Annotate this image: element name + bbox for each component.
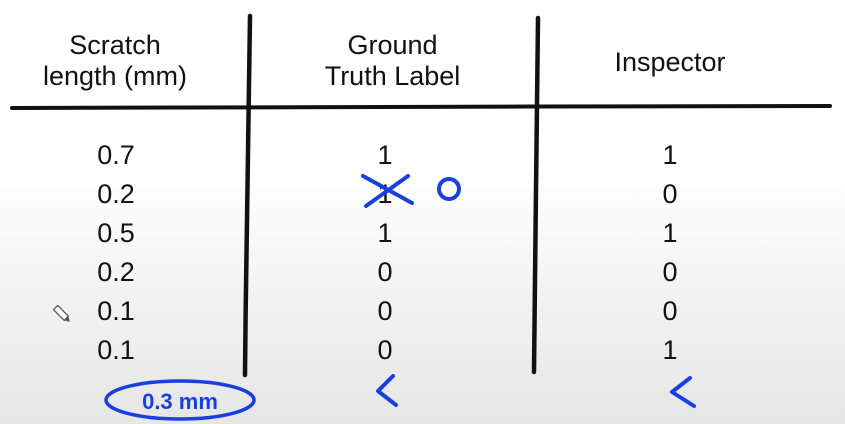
cell-inspector-3: 1 xyxy=(662,218,678,248)
header-scratch-line2: length (mm) xyxy=(42,61,188,91)
cell-ground-truth-3: 1 xyxy=(377,218,393,248)
cell-ground-truth-6: 0 xyxy=(377,335,393,365)
cell-inspector-1: 1 xyxy=(662,140,678,170)
cell-scratch-5: 0.1 xyxy=(97,296,135,326)
cell-ground-truth-5: 0 xyxy=(377,296,393,326)
cell-ground-truth-2: 1 xyxy=(377,179,393,209)
header-ground-truth-line1: Ground xyxy=(347,30,438,60)
cell-scratch-4: 0.2 xyxy=(97,257,135,287)
column-inspector: 1 0 1 0 0 1 xyxy=(620,136,720,370)
cell-scratch-2: 0.2 xyxy=(97,179,135,209)
corrected-label-mark xyxy=(437,177,461,201)
cell-scratch-3: 0.5 xyxy=(97,218,135,248)
cell-inspector-4: 0 xyxy=(662,257,678,287)
cell-scratch-1: 0.7 xyxy=(97,140,135,170)
arrow-up-icon xyxy=(376,374,398,407)
column-divider-left xyxy=(242,13,253,378)
threshold-note-circle xyxy=(104,379,256,421)
header-scratch-line1: Scratch xyxy=(69,30,161,60)
cell-inspector-5: 0 xyxy=(662,296,678,326)
header-divider-line xyxy=(10,104,832,110)
column-divider-right xyxy=(531,15,541,375)
cell-inspector-6: 1 xyxy=(662,335,678,365)
column-scratch-length: 0.7 0.2 0.5 0.2 0.1 0.1 xyxy=(66,136,166,370)
header-ground-truth-label: Ground Truth Label xyxy=(300,30,485,92)
arrow-up-icon xyxy=(670,376,696,408)
cell-ground-truth-1: 1 xyxy=(377,140,393,170)
header-inspector-line1: Inspector xyxy=(614,47,726,77)
threshold-note-text: 0.3 mm xyxy=(142,389,218,414)
cell-ground-truth-4: 0 xyxy=(377,257,393,287)
header-scratch-length: Scratch length (mm) xyxy=(20,30,210,92)
cell-inspector-2: 0 xyxy=(662,179,678,209)
header-inspector: Inspector xyxy=(585,47,755,78)
column-ground-truth: 1 1 1 0 0 0 xyxy=(335,136,435,370)
cell-scratch-6: 0.1 xyxy=(97,335,135,365)
header-ground-truth-line2: Truth Label xyxy=(324,61,461,91)
